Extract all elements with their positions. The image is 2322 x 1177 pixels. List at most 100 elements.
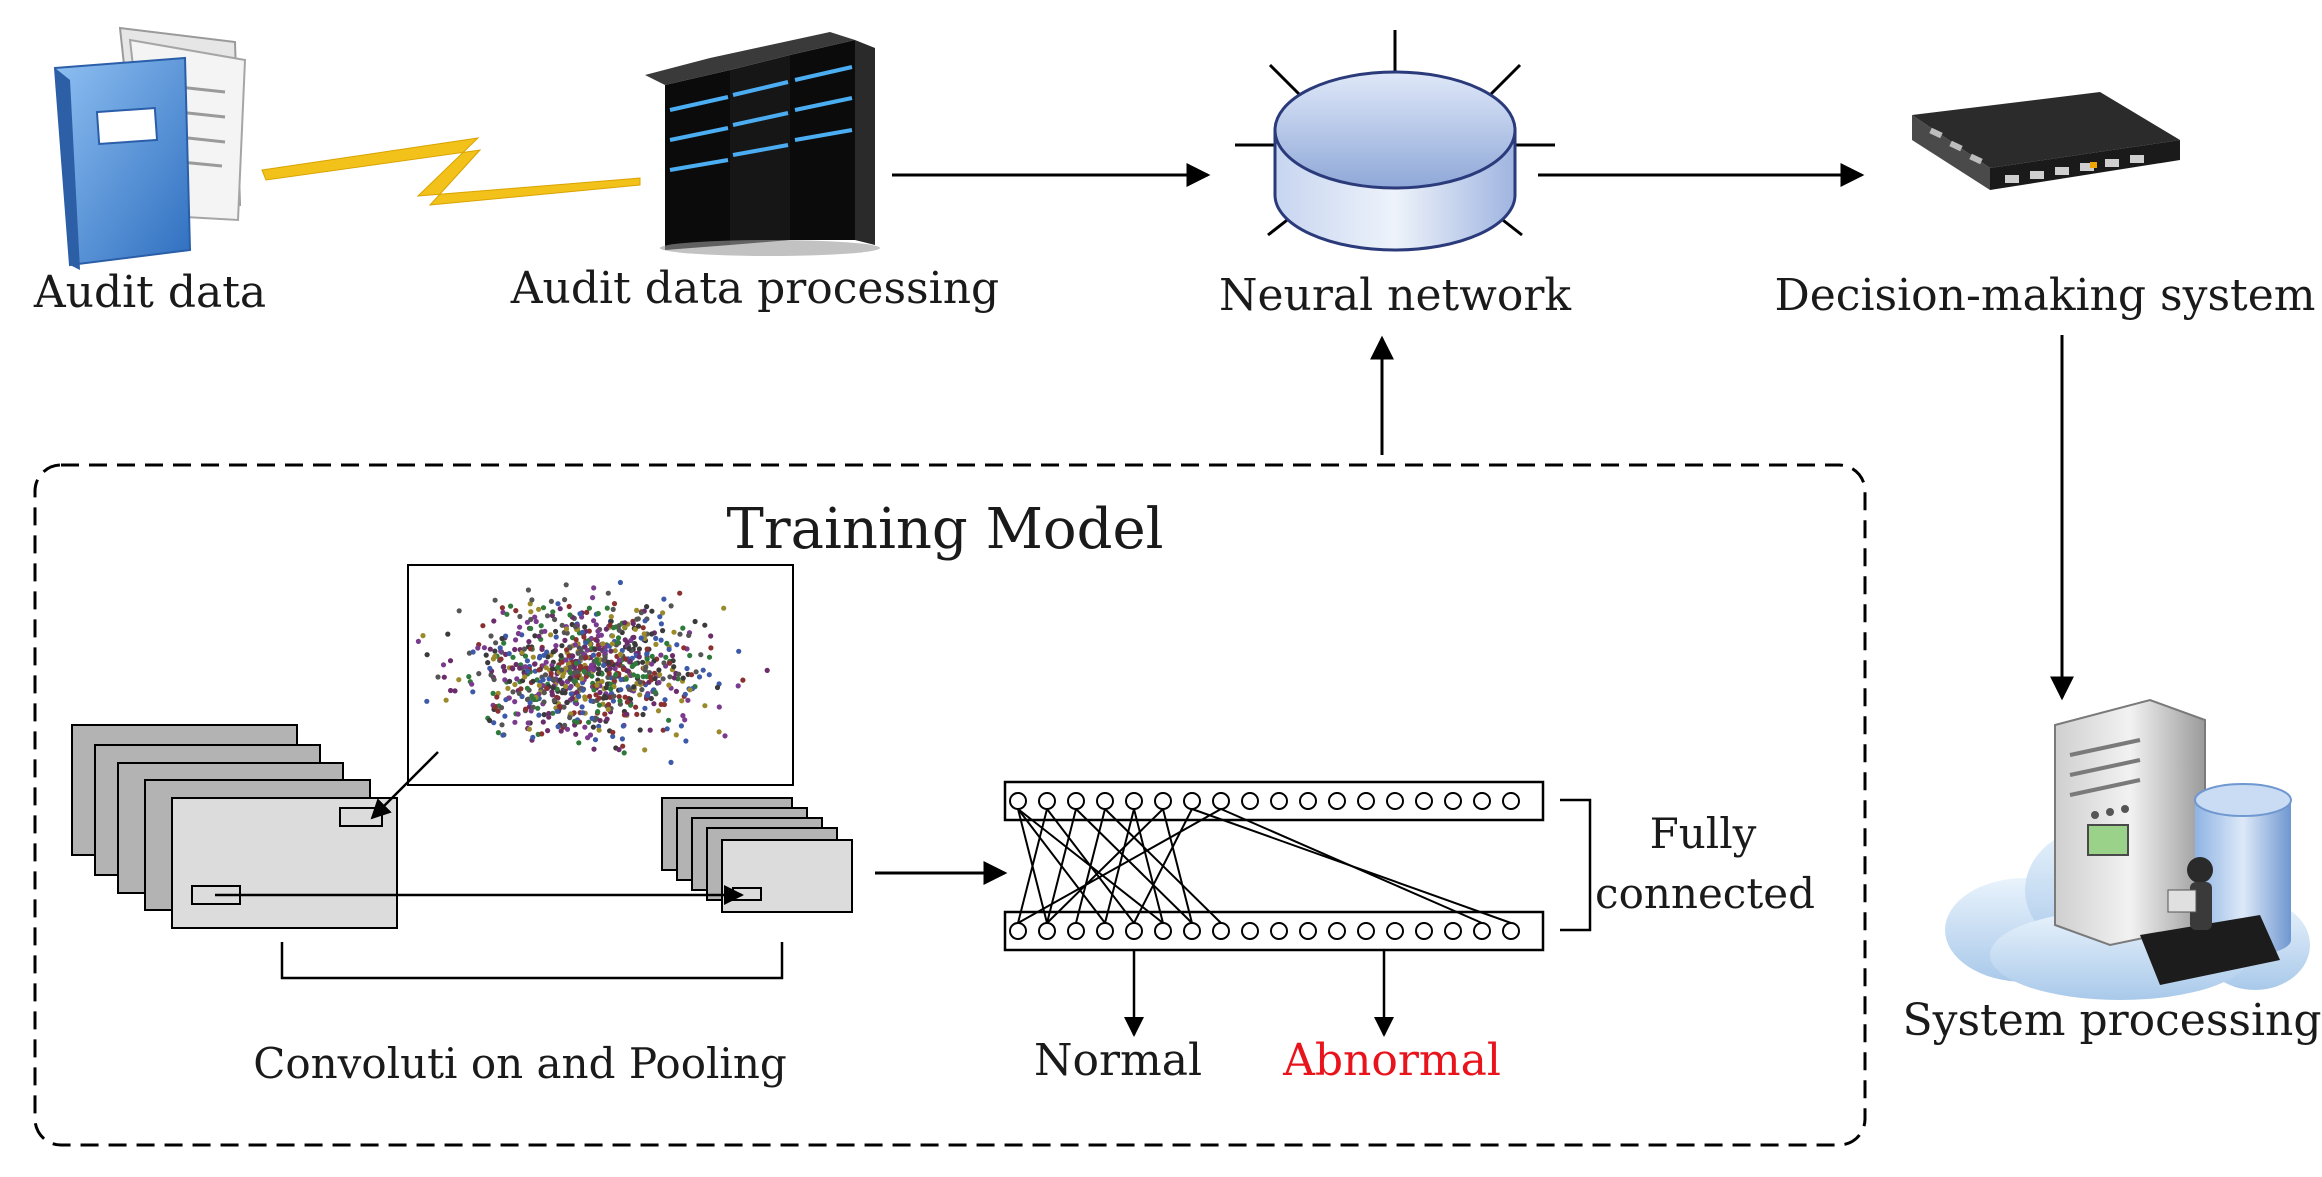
fc-node [1038, 922, 1056, 940]
scatter-point [619, 647, 625, 654]
scatter-point [601, 662, 607, 669]
scatter-point [522, 653, 529, 659]
scatter-point [435, 674, 441, 680]
scatter-point [696, 674, 703, 680]
scatter-point [506, 695, 512, 701]
scatter-point [521, 646, 528, 652]
fc-node [1299, 922, 1317, 940]
fc-connection [1046, 808, 1164, 924]
scatter-point [617, 579, 624, 586]
scatter-point [485, 660, 491, 666]
scatter-point [590, 595, 596, 601]
fc-node [1386, 792, 1404, 810]
scatter-point [502, 677, 508, 683]
fc-node [1154, 922, 1172, 940]
scatter-point [655, 708, 662, 714]
fc-node [1067, 792, 1085, 810]
scatter-point [520, 678, 526, 684]
scatter-point [517, 613, 523, 620]
scatter-point [515, 711, 521, 717]
scatter-point [512, 699, 518, 705]
scatter-point [513, 608, 519, 614]
scatter-point [524, 619, 531, 625]
scatter-point [510, 689, 516, 695]
system-processing-label: System processing [1902, 995, 2321, 1046]
scatter-point [609, 633, 616, 639]
scatter-point [612, 666, 618, 672]
scatter-point [666, 682, 672, 688]
fc-node [1357, 922, 1375, 940]
scatter-point [640, 659, 646, 665]
scatter-point [680, 675, 686, 681]
scatter-point [624, 639, 630, 646]
scatter-point [548, 598, 555, 605]
scatter-point [619, 736, 626, 742]
scatter-point [618, 687, 624, 693]
scatter-point [596, 661, 602, 667]
scatter-point [574, 719, 580, 725]
scatter-point [575, 650, 581, 656]
scatter-point [544, 685, 550, 692]
fc-connection [1017, 808, 1048, 924]
scatter-point [549, 666, 556, 672]
scatter-point [586, 628, 592, 634]
scatter-point [559, 622, 565, 628]
scatter-point [549, 692, 556, 698]
scatter-point [644, 646, 650, 652]
scatter-point [495, 730, 501, 736]
scatter-point [563, 626, 570, 632]
scatter-point [543, 659, 549, 665]
scatter-point [626, 646, 632, 652]
scatter-point [493, 640, 499, 646]
scatter-point [541, 712, 547, 718]
scatter-point [612, 648, 618, 654]
scatter-point [615, 639, 621, 646]
scatter-point [501, 640, 507, 646]
scatter-point [644, 651, 650, 657]
scatter-point [495, 708, 501, 714]
scatter-point [580, 710, 586, 716]
scatter-point [582, 624, 588, 630]
scatter-point [492, 597, 498, 603]
scatter-point [570, 653, 576, 659]
scatter-point [469, 681, 475, 687]
scatter-point [624, 699, 631, 705]
scatter-point [528, 646, 534, 652]
scatter-point [671, 629, 677, 635]
scatter-point [617, 698, 623, 704]
scatter-point [532, 661, 538, 667]
scatter-points [415, 579, 770, 766]
scatter-point [562, 597, 568, 603]
fc-connection [1017, 808, 1222, 924]
scatter-point [525, 720, 531, 726]
scatter-point [578, 663, 584, 670]
scatter-point [559, 643, 565, 649]
scatter-point [587, 693, 593, 700]
scatter-point [550, 710, 556, 716]
scatter-point [487, 665, 493, 672]
fc-node [1212, 792, 1230, 810]
scatter-point [501, 663, 507, 670]
scatter-point [597, 717, 603, 724]
scatter-point [596, 646, 602, 652]
scatter-point [607, 665, 613, 672]
scatter-point [573, 660, 579, 666]
fc-node [1415, 922, 1433, 940]
scatter-point [657, 672, 663, 678]
scatter-point [524, 658, 531, 664]
scatter-point [664, 640, 670, 647]
scatter-point [606, 701, 612, 708]
scatter-point [610, 733, 616, 740]
scatter-point [629, 663, 635, 670]
scatter-point [539, 646, 545, 652]
scatter-point [582, 724, 588, 730]
fc-node [1270, 792, 1288, 810]
lightning-icon [261, 137, 641, 206]
scatter-point [499, 722, 505, 728]
scatter-point [595, 709, 601, 715]
scatter-point [540, 605, 547, 611]
scatter-point [658, 621, 665, 627]
scatter-point [688, 672, 695, 678]
scatter-point [631, 684, 637, 690]
scatter-point [616, 627, 622, 633]
